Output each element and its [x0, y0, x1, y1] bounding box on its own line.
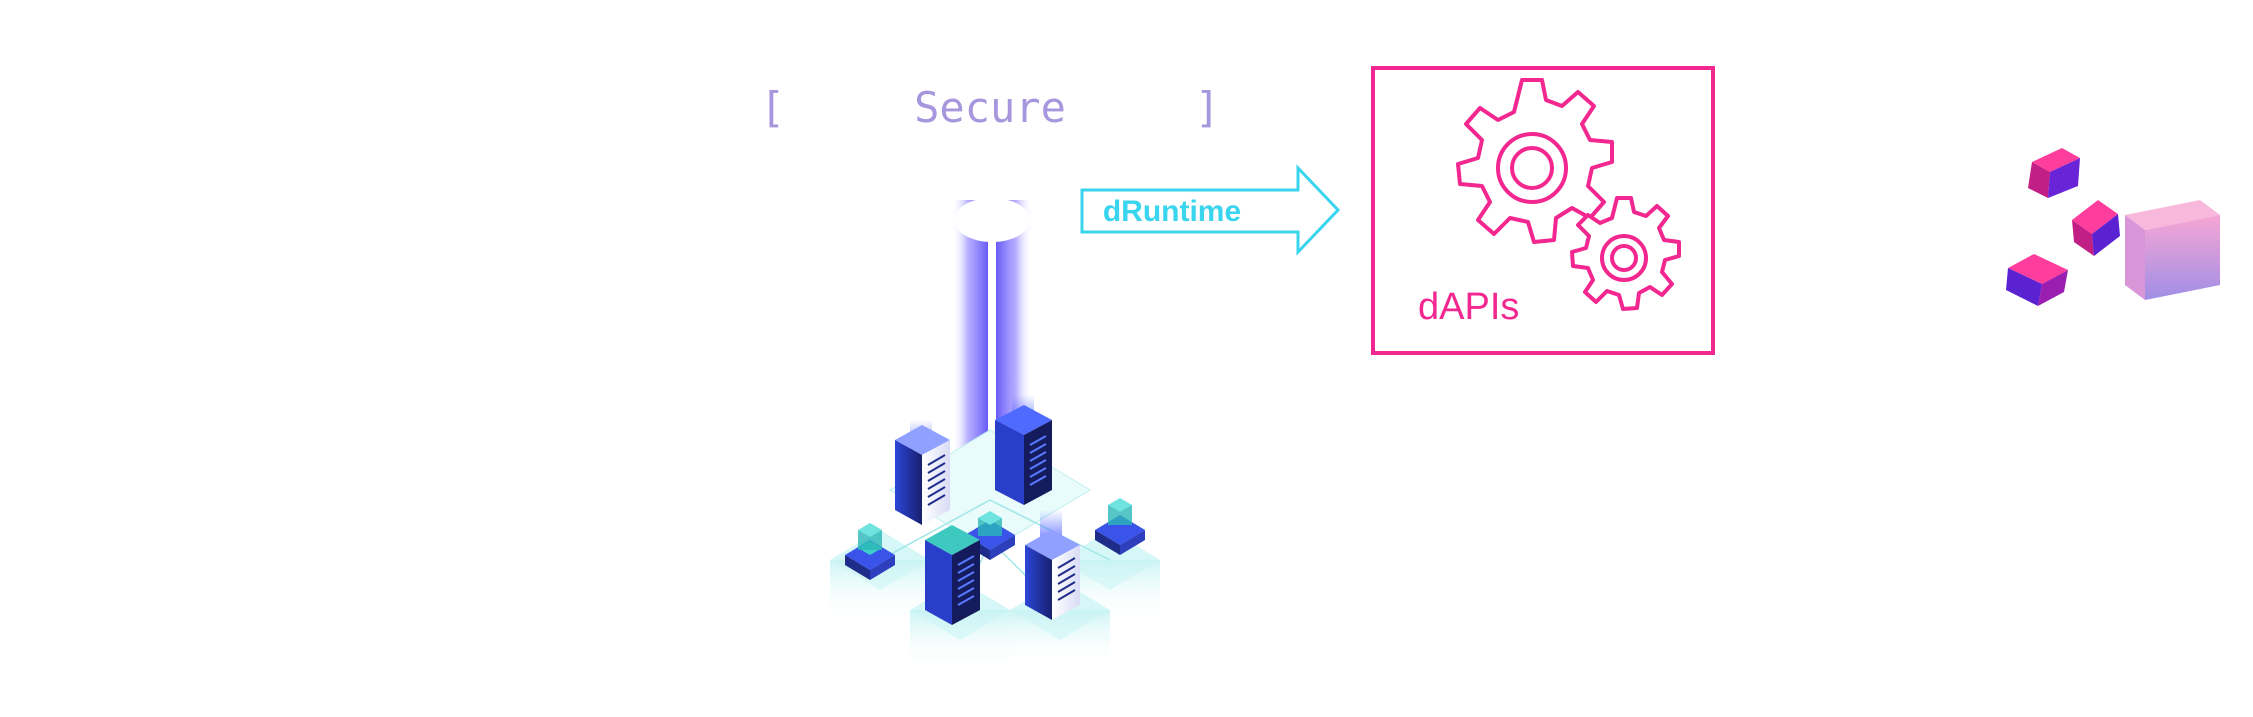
secure-close-bracket: ]: [1194, 82, 1220, 132]
secure-open-bracket: [: [760, 82, 786, 132]
druntime-arrow: [1080, 164, 1341, 256]
node-left: [845, 523, 895, 580]
gear-icon: [1570, 196, 1681, 311]
cube-large-light: [2125, 200, 2220, 300]
druntime-label: dRuntime: [1102, 195, 1242, 228]
server-tower-back-left: [895, 420, 950, 525]
server-tower-front-left: [925, 525, 980, 625]
dapis-label: dAPIs: [1418, 286, 1520, 328]
cube-bottom: [2006, 254, 2068, 306]
server-tower-back-right: [995, 395, 1052, 505]
cube-top: [2028, 148, 2080, 198]
server-cluster-illustration: [830, 395, 1160, 670]
node-right: [1095, 498, 1145, 555]
secure-text: Secure: [914, 82, 1066, 132]
gear-icon: [1456, 78, 1614, 244]
dapis-box: [1371, 66, 1715, 355]
secure-label: [ Secure ]: [760, 72, 1220, 142]
beam-cap: [954, 198, 1030, 242]
server-tower-front-right: [1025, 510, 1080, 620]
floating-cubes-illustration: [2006, 148, 2220, 306]
cube-middle: [2072, 200, 2120, 256]
